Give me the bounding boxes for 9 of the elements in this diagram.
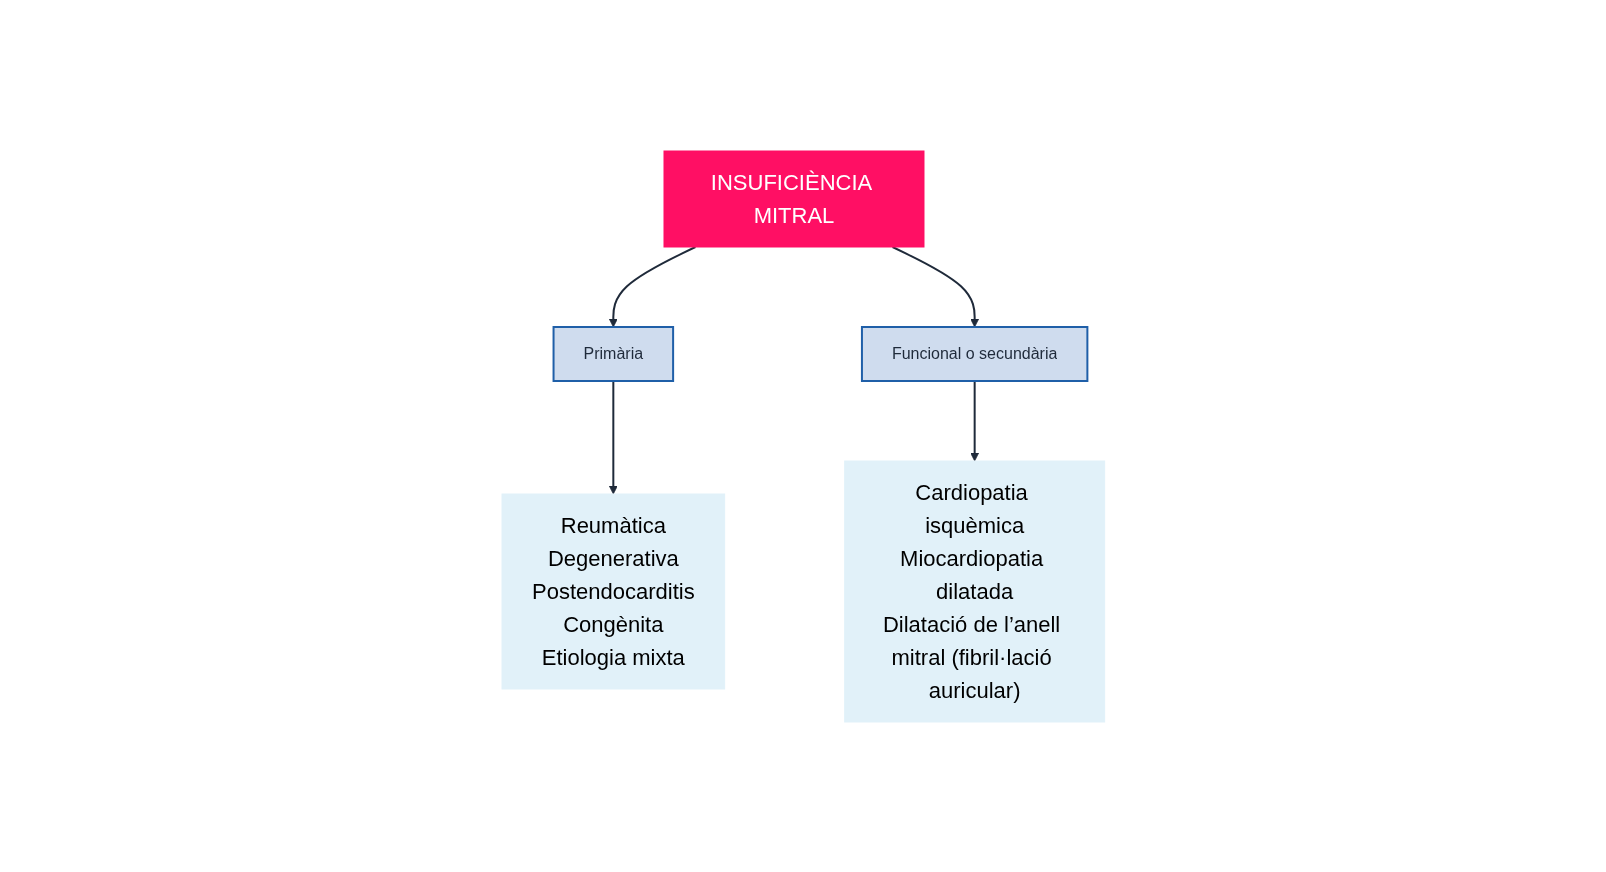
node-box: Reumàtica Degenerativa Postendocarditis Congènita Etiologia mixta [501,493,725,689]
node-box: Funcional o secundària [860,325,1089,382]
arrow [608,379,618,494]
arrow [969,379,979,461]
arrow [608,245,697,327]
node-box: Cardiopatia isquèmica Miocardiopatia dilatada Dilatació de l’anell mitral (fibril·lació auricular) [843,460,1105,722]
arrow [891,245,979,327]
node-box: INSUFICIÈNCIA MITRAL [663,150,925,247]
node-box: Primària [552,325,674,382]
